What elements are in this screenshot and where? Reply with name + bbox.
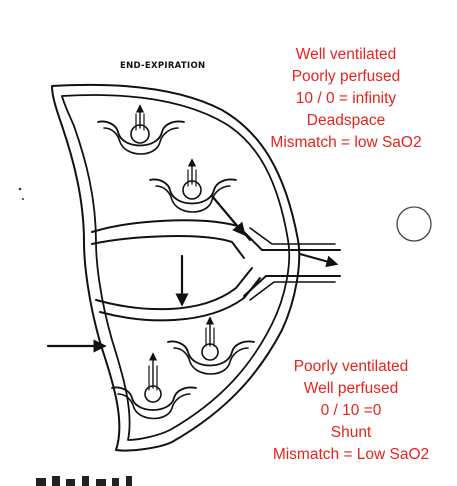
lower-annotation-line: Mismatch = Low SaO2	[273, 446, 429, 463]
alveolus-upper-1	[97, 104, 185, 155]
upper-annotation: Well ventilated Poorly perfused 10 / 0 =…	[270, 46, 421, 151]
lower-annotation: Poorly ventilated Well perfused 0 / 10 =…	[273, 358, 429, 463]
upper-annotation-line: Poorly perfused	[292, 68, 401, 85]
alveolus-upper-2	[149, 158, 237, 213]
header-label: END-EXPIRATION	[120, 61, 205, 71]
empty-circle	[396, 206, 432, 242]
trachea	[243, 227, 341, 301]
lower-annotation-line: Poorly ventilated	[294, 358, 409, 375]
lower-annotation-line: Well perfused	[304, 380, 398, 397]
cutoff-text-fragment	[36, 476, 132, 486]
ink-speck	[22, 198, 24, 200]
alveolus-lower-2	[111, 352, 197, 420]
lung-outline	[51, 83, 301, 452]
upper-annotation-line: Deadspace	[307, 112, 385, 129]
airway-inflow-arrow	[210, 194, 246, 237]
lower-annotation-line: Shunt	[331, 424, 372, 441]
lower-annotation-line: 0 / 10 =0	[321, 402, 382, 419]
alveolus-lower-1	[167, 316, 255, 375]
upper-annotation-line: 10 / 0 = infinity	[296, 90, 397, 107]
middle-compartment	[91, 219, 261, 322]
ink-speck	[18, 187, 22, 191]
upper-annotation-line: Mismatch = low SaO2	[270, 134, 421, 151]
upper-annotation-line: Well ventilated	[296, 46, 397, 63]
